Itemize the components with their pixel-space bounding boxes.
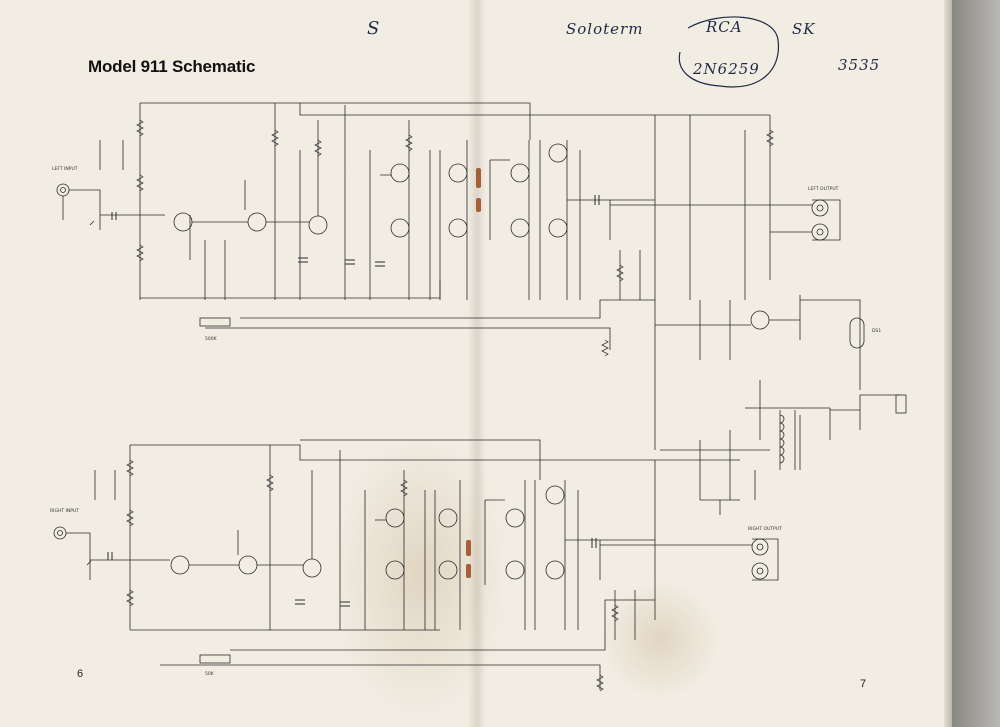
power-plug <box>895 394 907 414</box>
background <box>952 0 1000 727</box>
transistor <box>750 310 770 330</box>
marker-highlight <box>476 168 481 188</box>
balance-pot-bottom <box>199 654 231 664</box>
left-input-label: LEFT INPUT <box>52 166 78 172</box>
page-edge <box>944 0 952 727</box>
transistor <box>390 218 410 238</box>
left-output-jack-a <box>811 199 829 217</box>
right-input-label: RIGHT INPUT <box>50 508 79 514</box>
transistor <box>438 560 458 580</box>
transistor <box>438 508 458 528</box>
bottom-supply-rail <box>130 444 740 461</box>
marker-highlight <box>466 540 471 556</box>
paper-stain <box>330 430 510 720</box>
transistor <box>170 555 190 575</box>
ds1-lamp <box>849 317 865 349</box>
schematic-page <box>0 0 948 727</box>
right-input-jack <box>53 526 67 540</box>
transistor <box>448 218 468 238</box>
transistor <box>548 143 568 163</box>
page-number-left: 6 <box>77 668 84 680</box>
ds1-label: DS1 <box>872 328 881 334</box>
top-supply-rail <box>140 102 770 116</box>
marker-highlight <box>466 564 471 578</box>
handwritten-s: S <box>367 18 381 39</box>
pot-bottom-label: 50K <box>205 671 215 677</box>
book-fold <box>468 0 486 727</box>
right-output-label: RIGHT OUTPUT <box>748 526 782 532</box>
transistor <box>510 218 530 238</box>
handwritten-circle <box>678 16 780 88</box>
power-transformer <box>779 410 796 470</box>
top-ground-rail <box>140 280 655 319</box>
transistor <box>385 508 405 528</box>
bottom-lower-rail <box>160 664 601 690</box>
pot-top-label: 500K <box>205 336 218 342</box>
page-number-right: 7 <box>860 678 867 690</box>
transistor <box>385 560 405 580</box>
transistor <box>505 560 525 580</box>
transistor <box>390 163 410 183</box>
left-input-jack <box>56 183 70 197</box>
handwritten-part-number: 2N6259 <box>693 60 760 78</box>
transistor <box>545 560 565 580</box>
marker-highlight <box>476 198 481 212</box>
handwritten-rca: RCA <box>706 18 743 36</box>
transistor <box>510 163 530 183</box>
handwritten-sk: SK <box>792 20 816 38</box>
transistor <box>308 215 328 235</box>
right-output-jack-b <box>751 562 769 580</box>
transistor <box>505 508 525 528</box>
transistor <box>302 558 322 578</box>
balance-pot-top <box>199 317 231 327</box>
bottom-feedback-rail <box>300 439 541 480</box>
right-output-jack-a <box>751 538 769 556</box>
bottom-ground-rail <box>130 599 655 651</box>
transistor <box>247 212 267 232</box>
transistor <box>448 163 468 183</box>
transistor <box>545 485 565 505</box>
handwritten-soloterm: Soloterm <box>566 20 644 38</box>
transistor <box>173 212 193 232</box>
page-title: Model 911 Schematic <box>88 57 256 76</box>
left-output-jack-b <box>811 223 829 241</box>
top-feedback-rail <box>300 102 531 140</box>
top-lower-rail <box>205 327 611 350</box>
transistor <box>238 555 258 575</box>
handwritten-3535: 3535 <box>838 56 881 74</box>
transistor <box>548 218 568 238</box>
left-output-label: LEFT OUTPUT <box>808 186 839 192</box>
